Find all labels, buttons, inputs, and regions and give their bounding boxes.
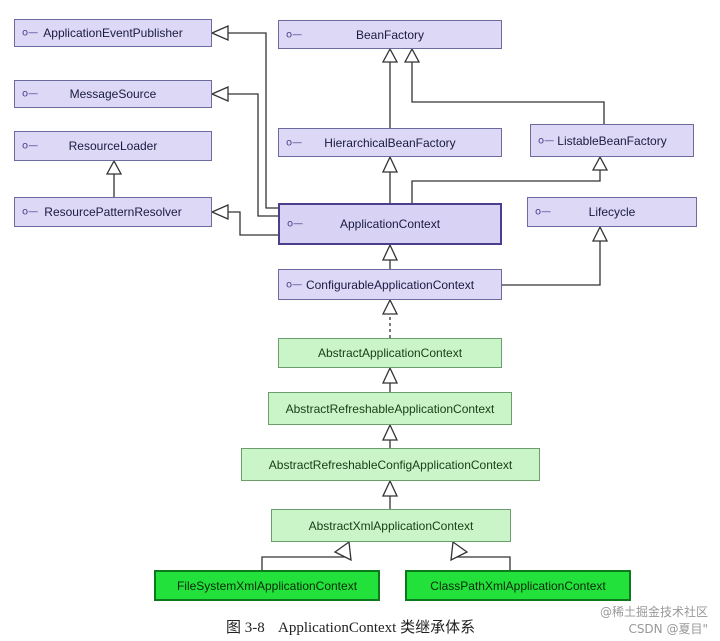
node-message-source: o— MessageSource (14, 80, 212, 108)
arrowhead-beanfactory-2 (403, 47, 421, 63)
edge-appctx-resourcepatternresolver (228, 211, 278, 236)
edge-classpath-xml (453, 556, 511, 570)
watermark-csdn: CSDN @夏目" (628, 622, 708, 636)
interface-icon: o— (538, 135, 555, 146)
edge-appctx-eventpublisher (228, 32, 278, 209)
node-listable-bean-factory: o— ListableBeanFactory (530, 124, 694, 157)
arrowhead-xml-left (333, 540, 352, 562)
watermark-juejin: @稀土掘金技术社区 (599, 605, 708, 619)
node-class-path-xml-application-context: ClassPathXmlApplicationContext (405, 570, 631, 601)
node-application-context: o— ApplicationContext (278, 203, 502, 245)
node-resource-loader: o— ResourceLoader (14, 131, 212, 161)
node-label: FileSystemXmlApplicationContext (176, 578, 358, 593)
node-label: HierarchicalBeanFactory (324, 135, 456, 150)
interface-icon: o— (287, 218, 304, 230)
node-label: MessageSource (69, 87, 157, 101)
interface-icon: o— (22, 27, 39, 39)
figure-number: 图 3-8 (226, 620, 265, 636)
interface-icon: o— (286, 29, 303, 40)
interface-icon: o— (286, 137, 303, 148)
node-label: ClassPathXmlApplicationContext (430, 578, 606, 593)
node-label: AbstractXmlApplicationContext (308, 518, 474, 533)
interface-icon: o— (22, 206, 39, 218)
arrowhead-resourceloader (105, 159, 123, 175)
node-label: ConfigurableApplicationContext (305, 277, 475, 292)
node-file-system-xml-application-context: FileSystemXmlApplicationContext (154, 570, 380, 601)
arrowhead-hierarchical (381, 155, 399, 173)
arrowhead-abstractappctx (381, 366, 399, 384)
node-label: BeanFactory (355, 27, 425, 42)
node-label: ResourcePatternResolver (44, 205, 182, 219)
node-label: ListableBeanFactory (557, 133, 667, 148)
figure-caption: 图 3-8 ApplicationContext 类继承体系 (0, 616, 720, 640)
node-label: AbstractRefreshableApplicationContext (285, 401, 495, 416)
edge-appctx-messagesource (228, 93, 278, 217)
arrowhead-messagesource (210, 86, 229, 102)
node-hierarchical-bean-factory: o— HierarchicalBeanFactory (278, 128, 502, 157)
arrowhead-configurable (381, 298, 399, 315)
edge-appctx-listable (411, 170, 601, 203)
node-resource-pattern-resolver: o— ResourcePatternResolver (14, 197, 212, 227)
interface-icon: o— (286, 279, 303, 290)
node-application-event-publisher: o— ApplicationEventPublisher (14, 19, 212, 47)
arrowhead-xml-right (450, 540, 469, 562)
figure-title: ApplicationContext 类继承体系 (278, 620, 476, 636)
edge-listable-beanfactory (411, 62, 605, 124)
edge-configurable-lifecycle (502, 241, 601, 286)
interface-icon: o— (22, 88, 39, 100)
node-label: AbstractRefreshableConfigApplicationCont… (268, 457, 513, 472)
node-lifecycle: o— Lifecycle (527, 197, 697, 227)
edge-filesystem-xml (261, 556, 349, 570)
node-label: AbstractApplicationContext (317, 346, 463, 360)
node-abstract-xml-application-context: AbstractXmlApplicationContext (271, 509, 511, 542)
arrowhead-beanfactory-1 (381, 47, 399, 63)
node-abstract-refreshable-application-context: AbstractRefreshableApplicationContext (268, 392, 512, 425)
arrowhead-appctx (381, 243, 399, 261)
node-label: Lifecycle (588, 205, 636, 219)
arrowhead-lifecycle (591, 225, 609, 242)
interface-icon: o— (535, 206, 552, 218)
arrowhead-refreshableconfig (381, 479, 399, 497)
arrowhead-eventpublisher (210, 25, 229, 41)
node-label: ApplicationContext (339, 217, 441, 231)
node-label: ResourceLoader (68, 139, 158, 153)
node-bean-factory: o— BeanFactory (278, 20, 502, 49)
node-abstract-application-context: AbstractApplicationContext (278, 338, 502, 368)
node-label: ApplicationEventPublisher (43, 26, 183, 40)
arrowhead-resourcepatternresolver (210, 204, 229, 220)
arrowhead-listable (591, 155, 609, 171)
node-abstract-refreshable-config-application-context: AbstractRefreshableConfigApplicationCont… (241, 448, 540, 481)
arrowhead-refreshable (381, 423, 399, 441)
interface-icon: o— (22, 140, 39, 152)
node-configurable-application-context: o— ConfigurableApplicationContext (278, 269, 502, 300)
